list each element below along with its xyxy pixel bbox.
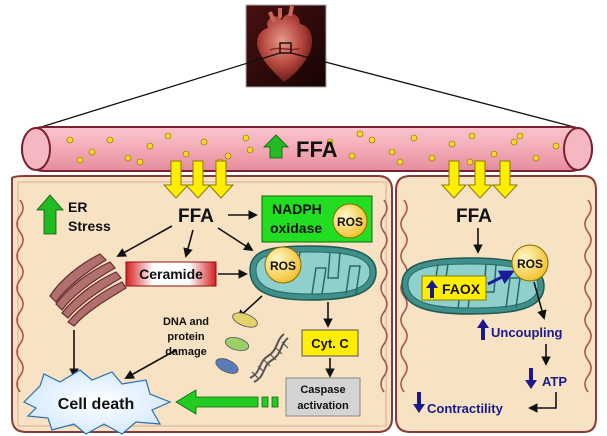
ffa-particle — [200, 138, 208, 146]
ros-mito-icon — [264, 246, 302, 284]
atp-down-arrow-icon — [525, 368, 537, 389]
ffa-particle — [76, 156, 84, 164]
ros-right-label: ROS — [517, 257, 543, 271]
uncoupling-up-arrow-icon — [477, 319, 489, 340]
ffa-particle — [516, 132, 524, 140]
ffa-particle — [356, 130, 364, 138]
cell-death-burst-icon — [22, 369, 172, 435]
ffa-uptake-arrows-right — [440, 160, 519, 199]
ceramide-box — [125, 261, 217, 287]
zoom-line-left — [37, 52, 281, 129]
ffa-particle — [510, 138, 518, 146]
er-icon — [49, 253, 127, 327]
ffa-particle — [552, 142, 560, 150]
left-ffa-label: FFA — [178, 206, 214, 227]
ffa-particle — [410, 134, 418, 142]
protein-icon — [215, 312, 258, 374]
ros-mito-label: ROS — [270, 259, 296, 273]
contractility-label: Contractility — [427, 401, 504, 416]
damage-label-3: damage — [165, 346, 207, 358]
ceramide-label: Ceramide — [139, 266, 203, 282]
ffa-particle — [448, 140, 456, 148]
vessel-ffa-label: FFA — [296, 137, 338, 162]
faox-up-arrow-icon — [426, 280, 438, 298]
ffa-particle — [242, 134, 250, 142]
ffa-particle — [66, 136, 74, 144]
ffa-particle — [106, 136, 114, 144]
right-ffa-label: FFA — [456, 206, 492, 227]
ffa-uptake-arrows-left — [162, 160, 235, 199]
ffa-particle — [388, 148, 396, 156]
ffa-particle — [532, 154, 540, 162]
zoom-line-right — [290, 52, 579, 129]
nadph-label-1: NADPH — [272, 201, 322, 217]
caspase-label-2: activation — [297, 400, 349, 412]
er-stress-label-2: Stress — [68, 218, 111, 234]
dna-icon — [249, 333, 289, 383]
nadph-label-2: oxidase — [270, 220, 322, 236]
ffa-particle — [428, 154, 436, 162]
ros-nadph-label: ROS — [337, 215, 363, 229]
ros-right-icon — [511, 244, 549, 282]
ffa-particle — [136, 158, 144, 166]
er-stress-label-1: ER — [68, 199, 87, 215]
caspase-box — [285, 377, 361, 417]
ffa-particle — [468, 132, 476, 140]
damage-label-1: DNA and — [163, 316, 209, 328]
ffa-particle — [490, 150, 498, 158]
ffa-particle — [164, 132, 172, 140]
uncoupling-label: Uncoupling — [491, 325, 563, 340]
faox-label: FAOX — [442, 281, 481, 297]
damage-label-2: protein — [167, 331, 205, 343]
atp-label: ATP — [542, 374, 567, 389]
ffa-particle — [326, 138, 334, 146]
ffa-particle — [396, 158, 404, 166]
caspase-label-1: Caspase — [300, 384, 345, 396]
er-stress-up-arrow-icon — [36, 194, 64, 235]
cyt-c-label: Cyt. C — [311, 336, 349, 351]
ffa-particle — [368, 136, 376, 144]
contractility-down-arrow-icon — [413, 392, 425, 413]
ffa-particle — [224, 152, 232, 160]
cyt-c-box — [301, 329, 359, 357]
cell-death-label: Cell death — [58, 396, 134, 413]
green-arrow-to-cell-death — [175, 389, 279, 415]
ffa-particle — [124, 154, 132, 162]
blood-vessel — [21, 126, 593, 172]
ffa-particle — [246, 146, 254, 154]
heart-image — [245, 4, 327, 88]
ffa-particle — [466, 158, 474, 166]
ffa-particle — [348, 152, 356, 160]
ffa-particle — [88, 148, 96, 156]
vessel-up-arrow-icon — [263, 134, 289, 159]
ffa-particle — [146, 142, 154, 150]
ffa-particle — [182, 150, 190, 158]
ros-nadph-icon — [332, 203, 368, 239]
